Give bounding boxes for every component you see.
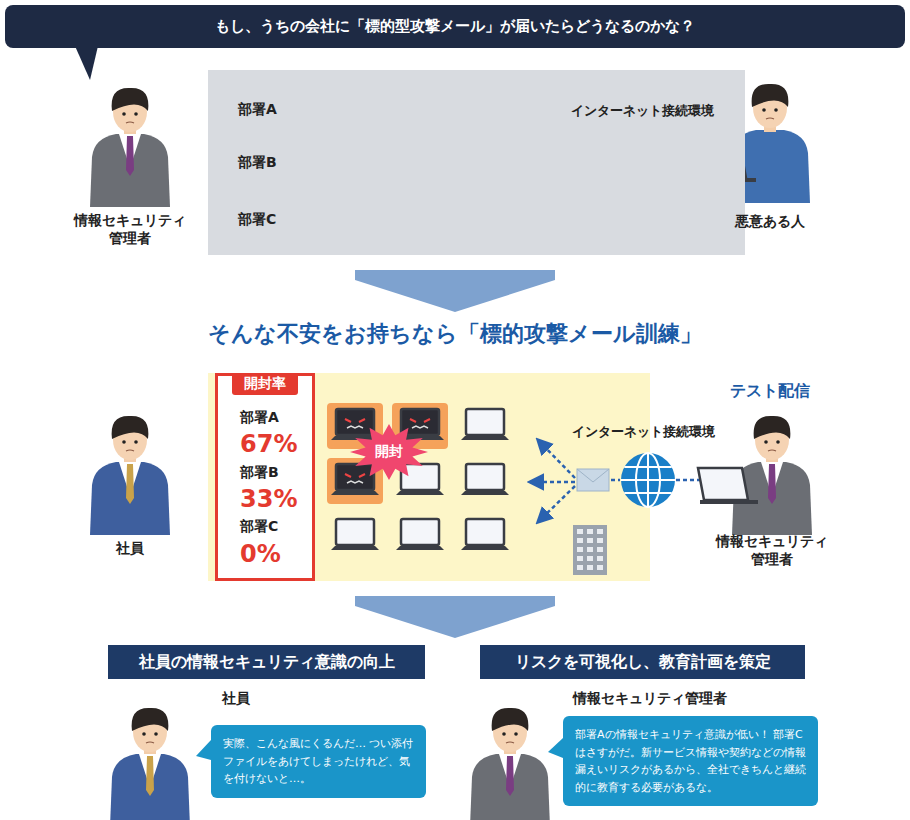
department-name: 部署C (240, 518, 278, 535)
role-caption: 情報セキュリティ 管理者 (65, 212, 195, 247)
person-figure (110, 708, 190, 820)
department-name: 部署B (240, 464, 279, 481)
mail-route (611, 480, 620, 481)
laptop-icon (461, 464, 509, 495)
network-label: インターネット接続環境 (553, 424, 733, 440)
node-text: リスクを可視化し、教育計画を策定 (515, 652, 771, 673)
question-bubble: もし、うちの会社に「標的型攻撃メール」が届いたらどうなるのかな？ (5, 5, 905, 48)
person-figure (90, 416, 170, 535)
flow-arrow (355, 270, 555, 312)
attacker-laptop (698, 468, 758, 504)
opened-burst: 開封 (350, 424, 428, 480)
bubble-tail (548, 738, 563, 758)
speaker-name: 情報セキュリティ管理者 (555, 690, 745, 708)
node-text: 開封 (375, 443, 403, 461)
mail-route (538, 486, 575, 522)
internet-globe (621, 453, 675, 507)
mail-envelope (577, 469, 609, 491)
test-label: テスト配信 (710, 381, 830, 401)
role-caption: 社員 (80, 540, 180, 558)
result-heading: 社員の情報セキュリティ意識の向上 (108, 645, 425, 679)
training-panel (208, 373, 650, 581)
role-caption: 悪意ある人 (710, 213, 830, 231)
department-name: 部署A (240, 409, 279, 426)
node-text: 社員の情報セキュリティ意識の向上 (139, 652, 395, 673)
bubble-tail (196, 740, 211, 760)
laptop-icon (331, 519, 379, 550)
node-text: もし、うちの会社に「標的型攻撃メール」が届いたらどうなるのかな？ (215, 17, 695, 36)
speech-bubble: 部署Aの情報セキュリティ意識が低い！ 部署Cはさすがだ。新サービス情報や契約など… (563, 716, 818, 806)
open-rate: 33% (240, 486, 297, 512)
node-text: 部署C (238, 211, 276, 229)
department-panel: 部署A 部署B 部署C (208, 70, 745, 255)
open-rate: 0% (240, 541, 281, 567)
section-heading: そんな不安をお持ちなら「標的攻撃メール訓練」 (75, 320, 835, 348)
bubble-tail (75, 46, 98, 80)
node-text: 部署B (238, 154, 277, 172)
node-text: 部署A (238, 101, 277, 119)
node-text: 部署Aの情報セキュリティ意識が低い！ 部署Cはさすがだ。新サービス情報や契約など… (575, 726, 806, 796)
open-rate-box: 開封率部署A 67% 部署B 33% 部署C 0% (215, 373, 315, 581)
result-heading: リスクを可視化し、教育計画を策定 (480, 645, 805, 679)
speech-bubble: 実際、こんな風にくるんだ… つい添付ファイルをあけてしまったけれど、気を付けない… (211, 725, 426, 798)
speaker-name: 社員 (206, 690, 266, 708)
laptop-icon (461, 409, 509, 440)
person-figure (90, 88, 170, 207)
open-rate: 67% (240, 431, 297, 457)
laptop-icon (461, 519, 509, 550)
laptop-icon (396, 519, 444, 550)
network-label: インターネット接続環境 (552, 103, 732, 119)
role-caption: 情報セキュリティ 管理者 (707, 533, 837, 568)
scenario-panel (208, 70, 745, 255)
node-text: 実際、こんな風にくるんだ… つい添付ファイルをあけてしまったけれど、気を付けない… (223, 735, 414, 788)
box-title: 開封率 (232, 373, 298, 395)
mail-route (538, 440, 575, 478)
mail-route (530, 482, 575, 483)
mail-route (676, 480, 700, 481)
person-figure (470, 708, 550, 820)
office-building (573, 525, 607, 575)
flow-arrow (355, 596, 555, 638)
